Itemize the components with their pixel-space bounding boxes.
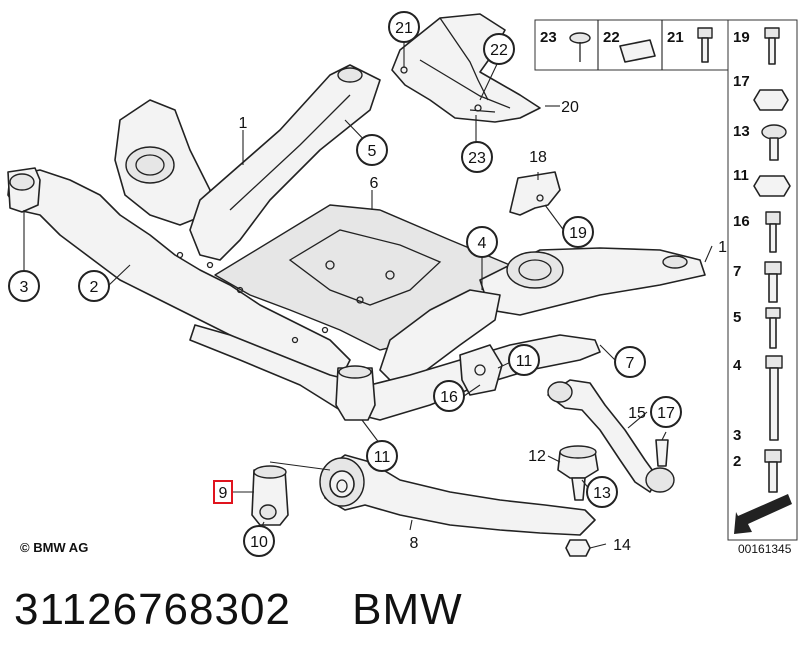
svg-text:10: 10: [250, 534, 268, 551]
legend-label-5: 5: [733, 309, 741, 326]
svg-text:7: 7: [626, 355, 635, 372]
callout-6: 6: [370, 175, 379, 192]
callout-15: 15: [628, 405, 646, 422]
direction-arrow-icon: [734, 494, 792, 534]
callout-17: 17: [650, 396, 682, 428]
legend-label-4: 4: [733, 357, 742, 374]
legend-label-2: 2: [733, 453, 741, 470]
svg-text:2: 2: [90, 279, 99, 296]
callout-13: 13: [586, 476, 618, 508]
bolt-19-icon: [764, 27, 780, 65]
svg-text:11: 11: [374, 449, 391, 466]
callout-10: 10: [243, 525, 275, 557]
legend-label-11: 11: [733, 167, 749, 184]
front-axle-subframe: [7, 64, 706, 421]
callout-21: 21: [388, 11, 420, 43]
bolt-16-icon: [765, 211, 781, 253]
legend-label-16: 16: [733, 213, 750, 230]
svg-text:11: 11: [516, 353, 533, 370]
legend-label-3: 3: [733, 427, 741, 444]
callout-8: 8: [410, 535, 419, 552]
callout-22: 22: [483, 33, 515, 65]
ball-joint-12: [557, 445, 599, 501]
bolt-2-icon: [764, 449, 782, 493]
bolt-13-icon: [761, 124, 787, 161]
diagram-reference-number: 00161345: [738, 542, 792, 556]
screw-23-icon: [569, 32, 591, 62]
legend-label-21: 21: [667, 29, 684, 46]
legend-label-13: 13: [733, 123, 750, 140]
bolt-21-icon: [697, 27, 713, 63]
legend-label-19: 19: [733, 29, 750, 46]
svg-text:23: 23: [468, 150, 486, 167]
legend-label-7: 7: [733, 263, 741, 280]
callout-5: 5: [356, 134, 388, 166]
svg-text:13: 13: [593, 485, 611, 502]
callout-16: 16: [433, 380, 465, 412]
svg-text:5: 5: [368, 143, 377, 160]
callout-12: 12: [528, 448, 546, 465]
svg-text:17: 17: [657, 405, 675, 422]
tension-strut-15: [547, 379, 675, 493]
part-number-caption: 31126768302 BMW: [14, 585, 463, 635]
callout-23: 23: [461, 141, 493, 173]
callout-4: 4: [466, 226, 498, 258]
callout-20: 20: [561, 99, 579, 116]
bolt-4-icon: [765, 355, 783, 441]
svg-text:21: 21: [395, 20, 413, 37]
bolt-5-icon: [765, 307, 781, 349]
flange-nut-11-icon: [753, 175, 791, 197]
svg-text:16: 16: [440, 389, 458, 406]
callout-11-upper: 11: [508, 344, 540, 376]
callout-2: 2: [78, 270, 110, 302]
svg-text:9: 9: [219, 485, 228, 502]
callout-19: 19: [562, 216, 594, 248]
legend-label-17: 17: [733, 73, 750, 90]
clip-nut-22-icon: [619, 39, 656, 63]
copyright-label: © BMW AG: [20, 540, 89, 555]
svg-text:22: 22: [490, 42, 508, 59]
nut-17-icon: [753, 89, 789, 111]
svg-text:19: 19: [569, 225, 587, 242]
callout-11-lower: 11: [366, 440, 398, 472]
parts-diagram: 21 22 23 5 3 2 4 19 11 7 16 17: [7, 11, 798, 557]
nut-14: [565, 539, 591, 557]
svg-text:3: 3: [20, 279, 29, 296]
heat-shield: [391, 13, 541, 123]
bolt-7-icon: [764, 261, 782, 303]
callout-1: 1: [239, 115, 248, 132]
callout-18: 18: [529, 149, 547, 166]
wishbone-8: [319, 454, 596, 536]
callout-14: 14: [613, 537, 631, 554]
legend-label-22: 22: [603, 29, 620, 46]
brand-name: BMW: [352, 585, 463, 634]
legend-label-23: 23: [540, 29, 557, 46]
part-number: 31126768302: [14, 585, 291, 634]
callout-9-highlight: 9: [213, 480, 233, 504]
callout-7: 7: [614, 346, 646, 378]
rubber-bushing-10: [251, 465, 289, 526]
fastener-legend: 23 22 21 19 17 13 11 16: [534, 19, 798, 541]
callout-3: 3: [8, 270, 40, 302]
svg-text:4: 4: [478, 235, 487, 252]
bracket-18: [509, 171, 561, 216]
